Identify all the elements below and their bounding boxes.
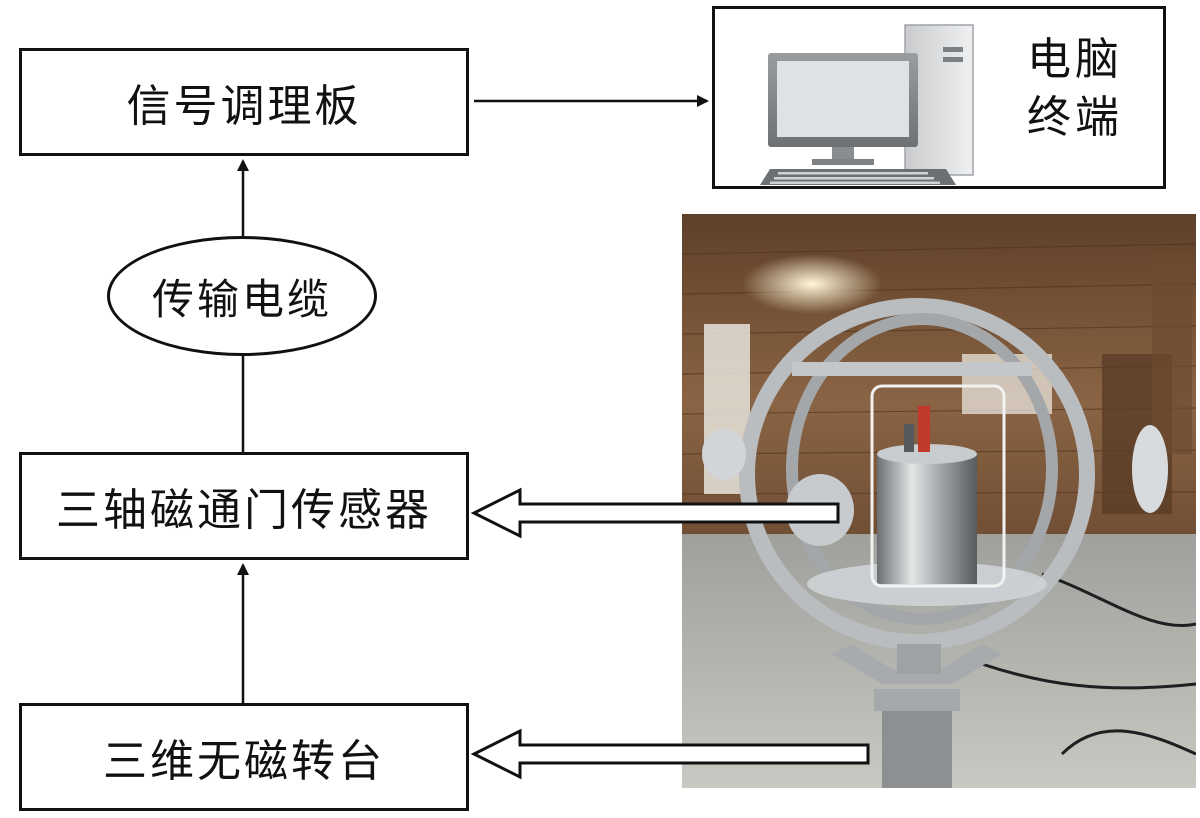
transmission-cable-label: 传输电缆: [151, 274, 332, 324]
signal-board-label: 信号调理板: [126, 81, 362, 132]
device-photo: [682, 214, 1196, 788]
hollow-arrow-to-turntable: [470, 728, 870, 780]
fluxgate-sensor-label: 三轴磁通门传感器: [56, 485, 432, 536]
computer-label-line1: 电脑: [1027, 34, 1123, 85]
turntable-label: 三维无磁转台: [103, 736, 385, 787]
computer-terminal-label: 电脑 终端: [1015, 31, 1135, 147]
fluxgate-sensor-box: 三轴磁通门传感器: [19, 452, 469, 560]
transmission-cable-ellipse: 传输电缆: [107, 236, 377, 356]
computer-icon: [760, 24, 974, 185]
turntable-box: 三维无磁转台: [19, 703, 469, 811]
computer-terminal-box: 电脑 终端: [712, 6, 1166, 189]
hollow-arrow-to-sensor: [470, 487, 840, 539]
signal-board-box: 信号调理板: [19, 48, 469, 156]
computer-label-line2: 终端: [1027, 92, 1123, 143]
